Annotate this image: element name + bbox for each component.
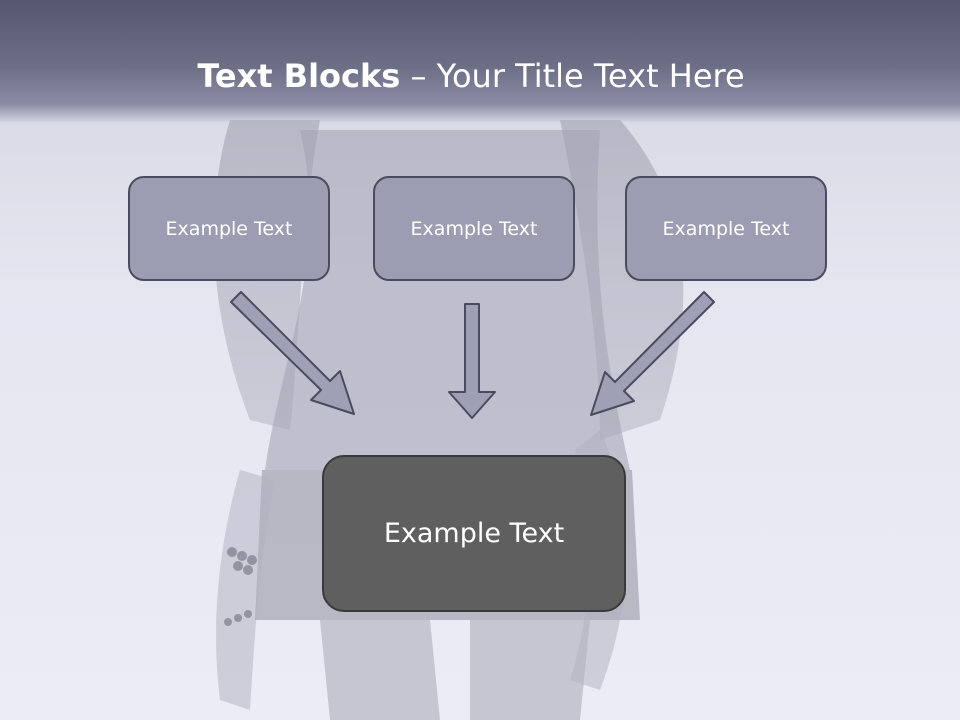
slide-title: Text Blocks – Your Title Text Here [0, 52, 942, 100]
text-block-1[interactable]: Example Text [128, 176, 330, 281]
text-block-2[interactable]: Example Text [373, 176, 575, 281]
title-band [0, 0, 960, 122]
center-text-block-label: Example Text [383, 518, 565, 549]
text-block-3[interactable]: Example Text [625, 176, 827, 281]
title-bold-part: Text Blocks [197, 57, 401, 95]
text-block-1-label: Example Text [165, 217, 293, 240]
title-separator: – [400, 57, 437, 95]
text-block-3-label: Example Text [662, 217, 790, 240]
arrow-right-diagonal [590, 291, 715, 416]
text-block-2-label: Example Text [410, 217, 538, 240]
title-rest-part: Your Title Text Here [436, 57, 745, 95]
arrow-center-down [448, 303, 496, 419]
arrow-left-diagonal [230, 291, 355, 415]
center-text-block[interactable]: Example Text [322, 455, 626, 612]
